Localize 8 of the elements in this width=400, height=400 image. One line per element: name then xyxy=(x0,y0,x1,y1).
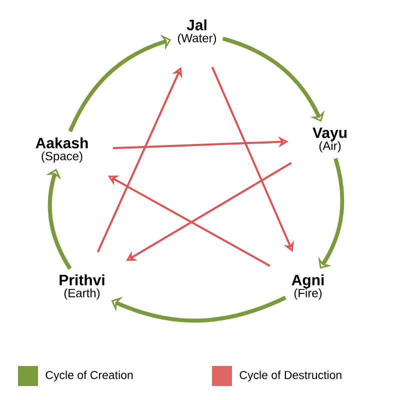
element-label: Agni (Fire) xyxy=(292,274,324,300)
element-label: Vayu (Air) xyxy=(312,128,347,152)
legend-label: Cycle of Destruction xyxy=(240,370,342,382)
element-label: Jal (Water) xyxy=(178,19,216,45)
element-label: Aakash (Space) xyxy=(36,137,88,163)
legend-label: Cycle of Creation xyxy=(46,370,133,382)
arrow xyxy=(111,296,286,323)
element-label: Prithvi (Earth) xyxy=(60,274,104,300)
